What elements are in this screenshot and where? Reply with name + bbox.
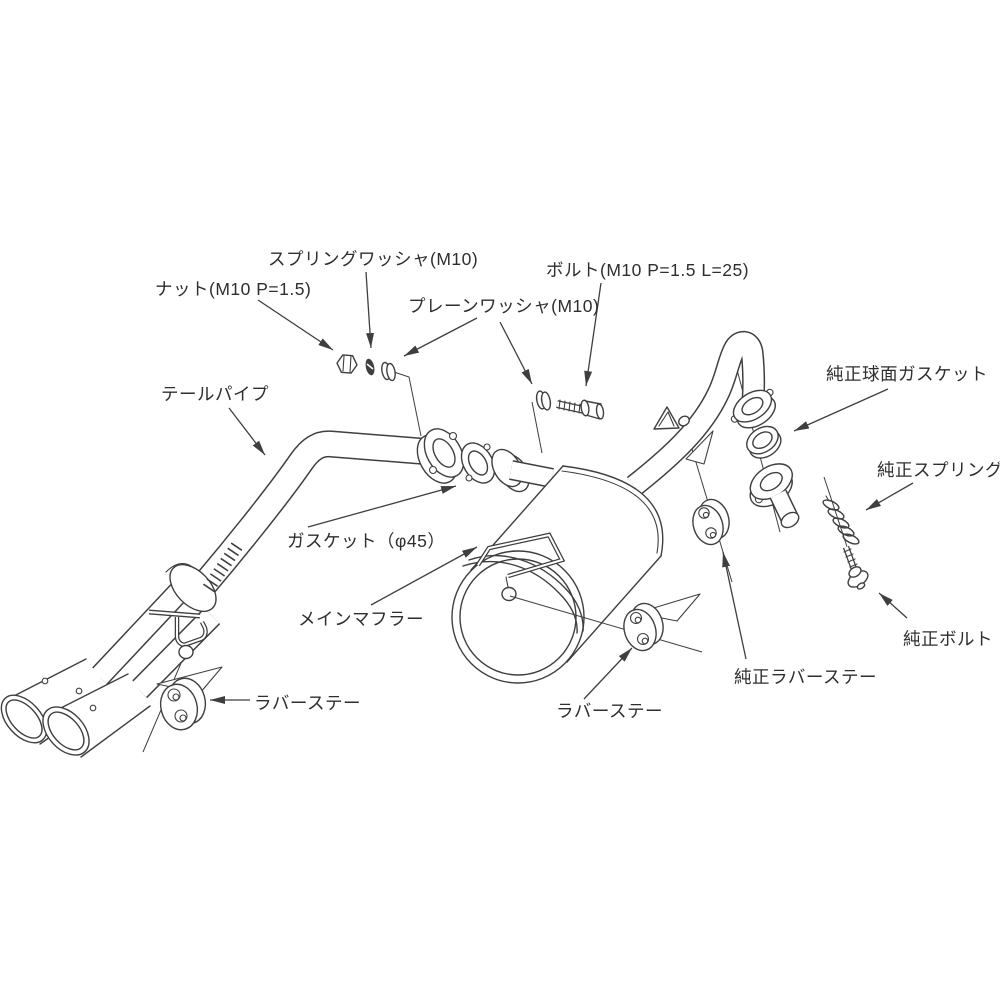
- arrow-oem-bolt: [878, 592, 908, 619]
- label-oem-bolt: 純正ボルト: [903, 629, 993, 649]
- arrow-plain-washer: [403, 317, 478, 357]
- arrow-nut: [257, 299, 334, 351]
- label-oem-spring: 純正スプリング: [877, 460, 1000, 480]
- small-parts: [156, 354, 869, 731]
- leader-line: [509, 595, 703, 653]
- arrow-oem-rubber-stay: [722, 551, 747, 660]
- hanger-bracket: [653, 406, 690, 430]
- plain-washer-left-drawing: [381, 361, 396, 382]
- spring-washer-drawing: [365, 358, 375, 376]
- arrow-plain-washer: [499, 321, 533, 385]
- main-muffler-drawing: [451, 465, 664, 684]
- arrow-spring-washer: [365, 271, 375, 349]
- rubber-stay-mid-drawing: [623, 593, 701, 652]
- leader-line: [531, 401, 543, 454]
- artwork: [0, 330, 800, 758]
- gasket-45-drawing: [460, 442, 496, 484]
- arrow-oem-spring: [865, 482, 914, 511]
- oem-bolt-drawing: [842, 545, 869, 590]
- label-oem-rubber-stay: 純正ラバーステー: [734, 667, 877, 687]
- oem-spring-drawing: [822, 495, 860, 545]
- tail-pipe-drawing: [0, 430, 434, 758]
- spherical-gasket-drawing: [746, 425, 782, 459]
- arrow-tail-pipe: [228, 407, 266, 456]
- flange-joint: [416, 428, 554, 493]
- labels: スプリングワッシャ(M10) ナット(M10 P=1.5) ボルト(M10 P=…: [155, 249, 1000, 721]
- arrow-gasket-45: [307, 485, 457, 528]
- rubber-stay-right-drawing: [685, 430, 730, 546]
- label-oem-spherical-gasket: 純正球面ガスケット: [826, 364, 988, 384]
- rivet-dot: [41, 677, 49, 685]
- arrow-oem-spherical-gasket: [793, 388, 889, 432]
- label-main-muffler: メインマフラー: [298, 609, 424, 629]
- outlet-pipe-drawing: [626, 330, 766, 496]
- right-flange-assembly: [730, 388, 800, 529]
- rivet-dot: [89, 704, 97, 712]
- leader-line: [393, 371, 422, 437]
- hanger-rod-front: [148, 609, 208, 660]
- arrow-main-muffler: [370, 546, 478, 606]
- bolt-drawing: [556, 399, 605, 420]
- arrows: [210, 271, 914, 704]
- label-plain-washer: プレーンワッシャ(M10): [408, 296, 599, 316]
- label-gasket-45: ガスケット（φ45）: [287, 531, 445, 551]
- label-bolt: ボルト(M10 P=1.5 L=25): [546, 260, 749, 280]
- plain-washer-right-drawing: [535, 390, 552, 411]
- rivet-dot: [75, 687, 83, 695]
- label-tail-pipe: テールパイプ: [161, 384, 269, 404]
- rubber-stay-left-drawing: [156, 666, 223, 731]
- arrow-rubber-stay-mid: [583, 647, 633, 700]
- label-nut: ナット(M10 P=1.5): [155, 279, 311, 299]
- label-rubber-stay-left: ラバーステー: [254, 693, 361, 713]
- nut-drawing: [336, 354, 358, 374]
- arrow-bolt: [584, 282, 602, 387]
- label-spring-washer: スプリングワッシャ(M10): [268, 249, 478, 269]
- label-rubber-stay-mid: ラバーステー: [556, 701, 663, 721]
